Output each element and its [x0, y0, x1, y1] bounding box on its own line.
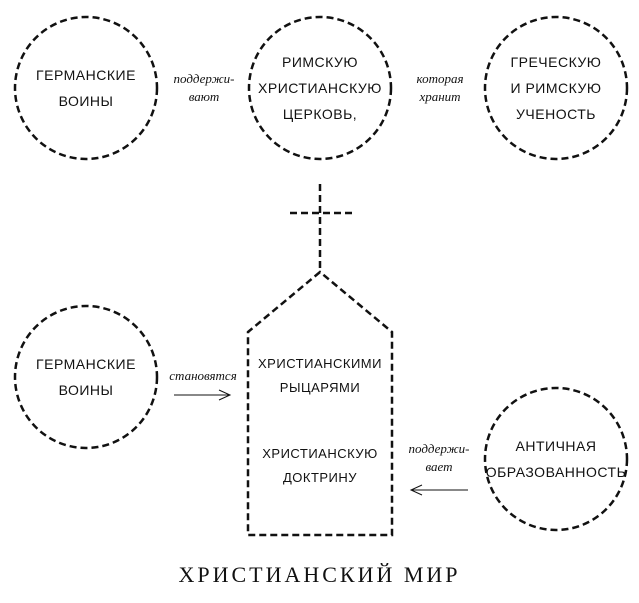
node-text: УЧЕНОСТЬ — [516, 106, 596, 122]
node-text: РИМСКУЮ — [281, 54, 359, 70]
node-text: ОБРАЗОВАННОСТЬ — [485, 464, 627, 480]
diagram-title: ХРИСТИАНСКИЙ МИР — [178, 562, 461, 587]
circle-greek-roman-learning — [483, 15, 629, 161]
connector-text: хранит — [419, 89, 461, 104]
connector-text: которая — [416, 71, 464, 86]
node-germanic-warriors-bottom: ГЕРМАНСКИЕ ВОИНЫ — [15, 306, 157, 448]
node-text: ХРИСТИАНСКУЮ — [258, 80, 382, 96]
node-text: ВОИНЫ — [58, 93, 114, 109]
circle-antique-education — [483, 386, 629, 532]
node-greek-roman-learning: ГРЕЧЕСКУЮ И РИМСКУЮ УЧЕНОСТЬ — [485, 17, 627, 159]
connector-text: становятся — [169, 368, 237, 383]
connector-support-top: поддержи- вают — [164, 70, 244, 106]
node-text: ГРЕЧЕСКУЮ — [510, 54, 602, 70]
arrow-become-head — [218, 389, 232, 401]
node-text: И РИМСКУЮ — [510, 80, 602, 96]
connector-text: поддержи- — [173, 71, 235, 86]
church-outline — [246, 270, 394, 537]
connector-become: становятся — [162, 367, 244, 385]
node-germanic-warriors-top: ГЕРМАНСКИЕ ВОИНЫ — [15, 17, 157, 159]
node-antique-education: АНТИЧНАЯ ОБРАЗОВАННОСТЬ — [485, 388, 627, 530]
church-text: ХРИСТИАНСКИМИ — [258, 356, 382, 371]
connector-which-keeps: которая хранит — [400, 70, 480, 106]
connector-text: вают — [188, 89, 220, 104]
node-text: ГЕРМАНСКИЕ — [36, 67, 136, 83]
arrow-supports-head — [409, 484, 423, 496]
node-roman-church: РИМСКУЮ ХРИСТИАНСКУЮ ЦЕРКОВЬ, — [249, 17, 391, 159]
church-text-knights: ХРИСТИАНСКИМИ РЫЦАРЯМИ — [250, 352, 390, 400]
connector-text: поддержи- — [408, 441, 470, 456]
church-text: ДОКТРИНУ — [282, 470, 358, 485]
node-text: ВОИНЫ — [58, 382, 114, 398]
node-text: АНТИЧНАЯ — [515, 438, 597, 454]
circle-roman-church — [247, 15, 393, 161]
church-text: ХРИСТИАНСКУЮ — [262, 446, 378, 461]
circle-germanic-warriors-top — [13, 15, 159, 161]
connector-supports-bottom: поддержи- вает — [398, 440, 480, 476]
church-text-doctrine: ХРИСТИАНСКУЮ ДОКТРИНУ — [250, 442, 390, 490]
connector-text: вает — [425, 459, 453, 474]
church-text: РЫЦАРЯМИ — [279, 380, 361, 395]
circle-germanic-warriors-bottom — [13, 304, 159, 450]
node-text: ГЕРМАНСКИЕ — [36, 356, 136, 372]
node-text: ЦЕРКОВЬ, — [282, 106, 358, 122]
